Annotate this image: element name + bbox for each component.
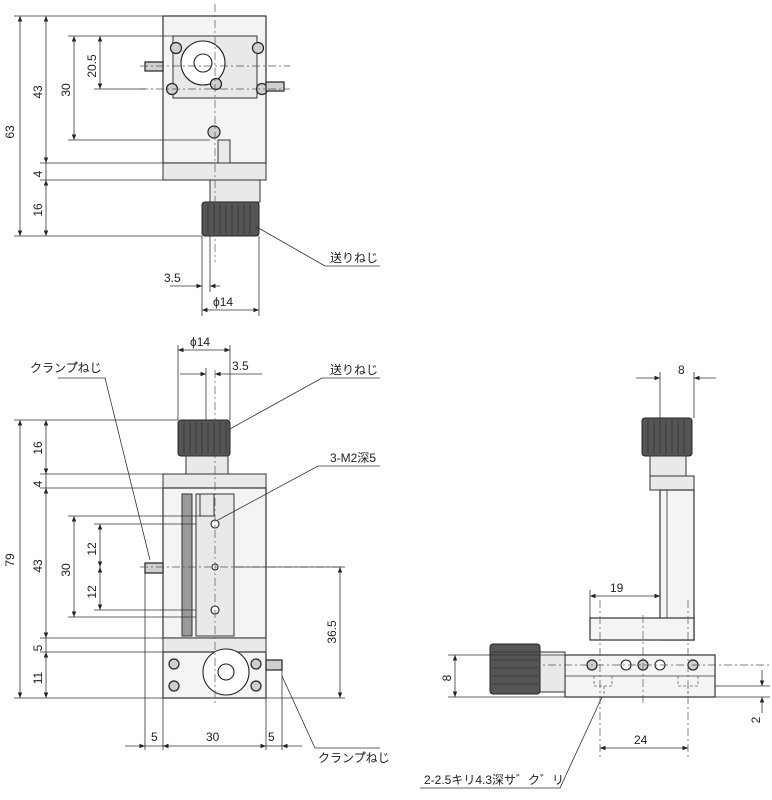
label-clamp-screw-top: クランプ゚ねじ bbox=[30, 361, 102, 375]
front-feed-knob bbox=[177, 419, 231, 457]
top-slot bbox=[217, 139, 231, 164]
dim-43-front: 43 bbox=[31, 559, 45, 573]
front-collar bbox=[185, 455, 229, 475]
side-left-collar bbox=[539, 651, 566, 693]
top-screw-mid bbox=[209, 77, 223, 91]
dim-4-front: 4 bbox=[31, 480, 45, 487]
dim-79: 79 bbox=[3, 553, 17, 567]
top-center-bore-inner bbox=[193, 53, 213, 73]
front-plate bbox=[162, 473, 267, 489]
front-base-screw-br bbox=[250, 680, 262, 692]
dim-16: 16 bbox=[31, 203, 45, 217]
dim-3-5: 3.5 bbox=[164, 271, 181, 285]
dim-5-front: 5 bbox=[31, 644, 45, 651]
dim-63: 63 bbox=[3, 125, 17, 139]
top-screw-tl bbox=[169, 41, 183, 55]
front-base-strip bbox=[162, 637, 267, 653]
label-counterbore: 2-2.5キリ4.3深サ゛ク゛リ bbox=[424, 773, 564, 787]
top-base-plate bbox=[162, 162, 267, 181]
label-tapped-holes: 3-M2深5 bbox=[330, 451, 376, 465]
side-carriage bbox=[589, 617, 695, 641]
front-rail bbox=[181, 493, 193, 637]
dim-4: 4 bbox=[31, 170, 45, 177]
top-feed-knob bbox=[201, 201, 260, 237]
dim-30-bottom: 30 bbox=[206, 730, 220, 744]
top-screw-tr bbox=[251, 41, 265, 55]
dim-24: 24 bbox=[634, 733, 648, 747]
dim-36-5: 36.5 bbox=[325, 620, 339, 644]
dim-12a: 12 bbox=[85, 542, 99, 556]
label-feed-screw: 送りねじ bbox=[330, 250, 378, 265]
front-base-screw-tr bbox=[250, 658, 262, 670]
dim-43: 43 bbox=[31, 85, 45, 99]
dim-2: 2 bbox=[749, 716, 763, 723]
front-left-clamp bbox=[144, 562, 164, 574]
top-clamp-screw-right bbox=[265, 81, 285, 92]
label-feed-screw-front: 送りねじ bbox=[330, 362, 378, 377]
dim-5-right: 5 bbox=[268, 730, 275, 744]
dim-30-front: 30 bbox=[59, 563, 73, 577]
dim-11-front: 11 bbox=[31, 671, 45, 684]
dim-20-5: 20.5 bbox=[85, 54, 99, 78]
dim-3-5-front: 3.5 bbox=[232, 359, 249, 373]
top-collar bbox=[209, 179, 261, 203]
top-screw-low bbox=[207, 125, 221, 139]
front-base-screw-tl bbox=[168, 658, 180, 670]
dim-16-front: 16 bbox=[31, 441, 45, 455]
top-view: 63 43 4 16 30 20.5 3.5 ϕ14 送りねじ bbox=[3, 4, 380, 316]
side-knob bbox=[641, 417, 693, 457]
side-column bbox=[659, 489, 695, 641]
front-slot bbox=[199, 493, 215, 517]
dim-phi14: ϕ14 bbox=[213, 295, 233, 309]
dim-phi14-front: ϕ14 bbox=[190, 335, 210, 349]
front-base-screw-bl bbox=[168, 680, 180, 692]
front-base-bore-inner bbox=[217, 663, 235, 681]
side-view: 8 19 8 2 24 2-2.5キリ4.3深サ゛ク゛リ bbox=[420, 363, 770, 789]
front-right-clamp bbox=[265, 659, 283, 671]
label-clamp-screw-bottom: クランプ゚ねじ bbox=[318, 751, 390, 765]
side-left-knob bbox=[489, 643, 541, 695]
dim-19: 19 bbox=[610, 581, 624, 595]
top-clamp-screw-left bbox=[144, 61, 164, 72]
front-view: ϕ14 3.5 79 16 4 43 5 11 30 12 12 36.5 5 … bbox=[3, 335, 390, 765]
dim-8-top: 8 bbox=[678, 363, 685, 377]
dim-5-left: 5 bbox=[151, 730, 158, 744]
side-collar bbox=[649, 455, 687, 477]
dim-12b: 12 bbox=[85, 585, 99, 599]
dim-8-left: 8 bbox=[440, 674, 454, 681]
dim-30: 30 bbox=[59, 83, 73, 97]
side-plate bbox=[649, 475, 695, 491]
